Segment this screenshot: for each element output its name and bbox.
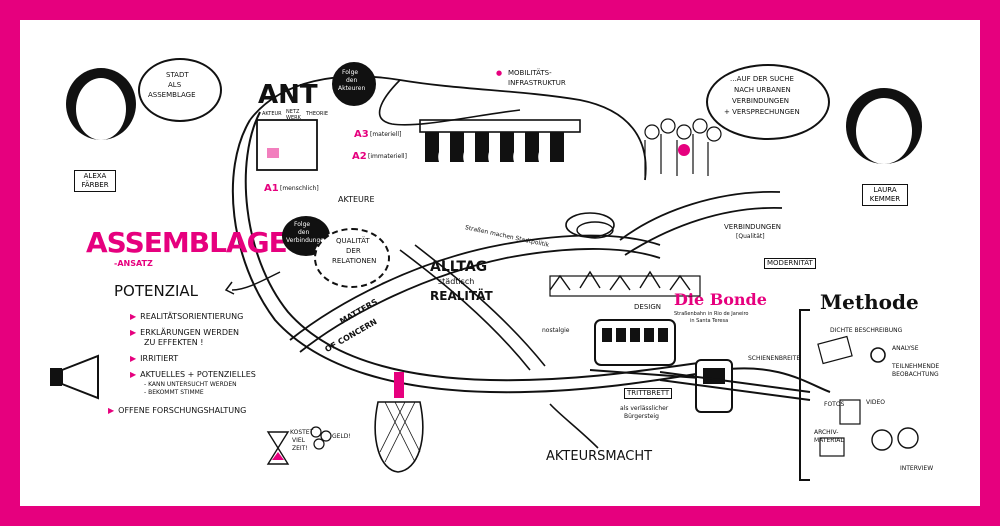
alltag-label: ALLTAG: [430, 259, 488, 275]
bubble-laura-line1: ...AUF DER SUCHE: [730, 75, 794, 83]
assemblage-subtitle: -ANSATZ: [114, 259, 153, 268]
assemblage-title: ASSEMBLAGE: [86, 226, 288, 259]
ant-bubble-1: Folge: [342, 69, 359, 76]
actor-a1: A1: [264, 183, 279, 194]
alltag-realitaet: REALITÄT: [430, 289, 493, 303]
name-alexa: ALEXA FÄRBER: [81, 172, 109, 189]
verbindungen-label: VERBINDUNGEN: [724, 223, 782, 231]
methode-archiv-2: MATERIAL: [814, 437, 844, 444]
folge-verbindungen-1: Folge: [294, 221, 311, 228]
ant-bubble-2: den: [346, 77, 358, 84]
nametag-laura: LAURA KEMMER: [862, 184, 908, 206]
potenzial-heading: POTENZIAL: [114, 282, 199, 300]
modernitaet-label: MODERNITÄT: [764, 258, 816, 270]
akteure-label: AKTEURE: [338, 195, 375, 204]
mobilitaet-dot: ●: [496, 69, 503, 77]
mobilitaet-1: MOBILITÄTS-: [508, 69, 552, 77]
kostet-2: VIEL: [292, 437, 306, 444]
ant-bubble-3: Akteuren: [338, 85, 366, 92]
ant-theorie: THEORIE: [306, 111, 329, 117]
actor-a3: A3: [354, 129, 369, 140]
bubble-laura-line2: NACH URBANEN: [734, 86, 791, 94]
bubble-laura-line4: + VERSPRECHUNGEN: [724, 108, 800, 116]
folge-verbindungen-2: den: [298, 229, 310, 236]
speech-bubble-laura: [706, 64, 830, 140]
methode-fotos: FOTOS: [824, 401, 845, 408]
design-label: DESIGN: [634, 303, 661, 311]
actor-a2: A2: [352, 151, 367, 162]
actor-a3-note: [materiell]: [370, 131, 402, 138]
ant-label: ANT: [258, 80, 318, 110]
potenzial-item-2b: ZU EFFEKTEN !: [144, 338, 204, 347]
potenzial-item-1: ▶REALITÄTSORIENTIERUNG: [130, 312, 244, 321]
potenzial-item-4c: - BEKOMMT STIMME: [144, 389, 204, 396]
actor-a2-note: [immateriell]: [368, 153, 407, 160]
portrait-laura-face: [856, 98, 912, 164]
schienenbreite-label: SCHIENENBREITE: [748, 355, 801, 362]
trittbrett-sub-2: Bürgersteig: [624, 413, 659, 420]
actor-a1-note: [menschlich]: [280, 185, 319, 192]
ant-akteur: AKTEUR: [262, 111, 282, 117]
qualitaet-1: QUALITÄT: [336, 237, 370, 245]
name-laura: LAURA KEMMER: [869, 186, 901, 203]
nostalgie-label: nostalgie: [542, 327, 570, 334]
trittbrett-sub-1: als verlässlicher: [620, 405, 669, 412]
methode-heading: Methode: [820, 290, 919, 314]
bubble-alexa-line2: ALS: [168, 81, 182, 89]
methode-video: VIDEO: [866, 399, 886, 406]
bubble-alexa-line3: ASSEMBLAGE: [148, 91, 196, 99]
methode-dichte: DICHTE BESCHREIBUNG: [830, 327, 903, 334]
ant-werk: WERK: [286, 115, 301, 121]
canvas: ALEXA FÄRBER STADT ALS ASSEMBLAGE LAURA …: [20, 20, 980, 506]
nametag-alexa: ALEXA FÄRBER: [74, 170, 116, 192]
ant-bubble: [332, 62, 376, 106]
qualitaet-bubble: [314, 228, 390, 288]
potenzial-item-5: ▶OFFENE FORSCHUNGSHALTUNG: [108, 406, 247, 415]
bonde-title: Die Bonde: [674, 290, 767, 309]
sketch-lines: [50, 75, 919, 481]
kostet-3: ZEIT!: [292, 445, 308, 452]
alltag-staedtisch: städtisch: [438, 277, 475, 286]
akteursmacht-label: AKTEURSMACHT: [546, 449, 653, 464]
ant-netz: NETZ: [286, 109, 300, 115]
bubble-alexa-line1: STADT: [166, 71, 189, 79]
potenzial-item-3: ▶IRRITIERT: [130, 354, 179, 363]
potenzial-item-2: ▶ERKLÄRUNGEN WERDEN: [130, 328, 240, 337]
mobilitaet-2: INFRASTRUKTUR: [508, 79, 566, 87]
bonde-sub-1: Straßenbahn in Rio de Janeiro: [674, 311, 749, 317]
trittbrett-label: TRITTBRETT: [624, 388, 673, 400]
folge-verbindungen-3: Verbindungen: [286, 237, 328, 244]
geld-label: GELD!: [332, 433, 351, 440]
methode-beobachtung: BEOBACHTUNG: [892, 371, 939, 378]
qualitaet-2: DER: [346, 247, 361, 255]
kostet-1: KOSTET: [290, 429, 314, 436]
portrait-alexa-face: [76, 78, 126, 140]
methode-teilnehmende: TEILNEHMENDE: [892, 363, 940, 370]
potenzial-item-4: ▶AKTUELLES + POTENZIELLES: [130, 370, 256, 379]
methode-analyse: ANALYSE: [892, 345, 919, 352]
bonde-sub-2: in Santa Teresa: [690, 318, 729, 324]
bubble-laura-line3: VERBINDUNGEN: [732, 97, 790, 105]
methode-interview: INTERVIEW: [900, 465, 934, 472]
verbindungen-quality: [Qualität]: [736, 233, 765, 240]
methode-archiv-1: ARCHIV-: [814, 429, 839, 436]
speech-bubble-alexa: [138, 58, 222, 122]
potenzial-item-4b: - KANN UNTERSUCHT WERDEN: [144, 381, 237, 388]
qualitaet-3: RELATIONEN: [332, 257, 377, 265]
